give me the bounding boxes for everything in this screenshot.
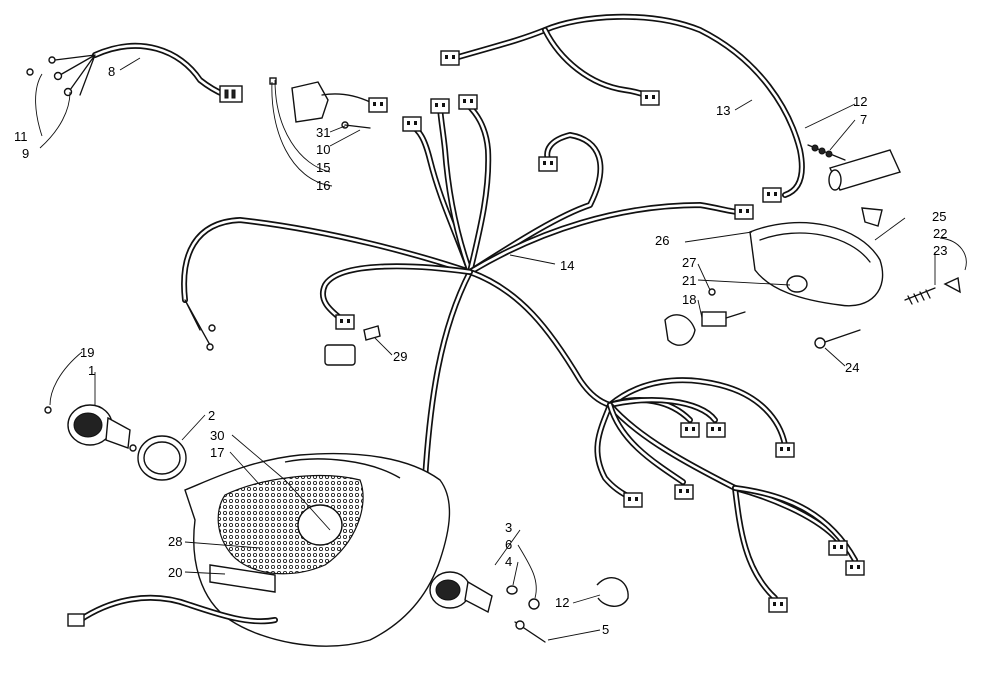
callout-27: 27 [682, 255, 696, 270]
connector-29 [324, 325, 381, 366]
callout-7: 7 [860, 112, 867, 127]
callout-labels: 8 11 9 31 10 15 16 13 12 7 14 25 26 22 2… [14, 64, 947, 637]
callout-21: 21 [682, 273, 696, 288]
lower-gauge-parts [429, 571, 629, 643]
leader-lines [35, 57, 967, 641]
callout-2: 2 [208, 408, 215, 423]
callout-12-bottom: 12 [555, 595, 569, 610]
relay-assembly [269, 77, 388, 129]
dash-console [184, 452, 451, 647]
callout-8: 8 [108, 64, 115, 79]
callout-9: 9 [22, 146, 29, 161]
callout-3: 3 [505, 520, 512, 535]
callout-4: 4 [505, 554, 512, 569]
callout-20: 20 [168, 565, 182, 580]
callout-11: 11 [14, 129, 28, 144]
callout-5: 5 [602, 622, 609, 637]
ring-terminals [184, 299, 216, 351]
callout-26: 26 [655, 233, 669, 248]
callout-6: 6 [505, 537, 512, 552]
grip-heater [807, 144, 901, 191]
callout-30: 30 [210, 428, 224, 443]
callout-28: 28 [168, 534, 182, 549]
callout-29: 29 [393, 349, 407, 364]
callout-24: 24 [845, 360, 859, 375]
harness-13 [440, 13, 805, 203]
callout-13: 13 [716, 103, 730, 118]
sub-harness-8 [26, 42, 243, 103]
callout-25: 25 [932, 209, 946, 224]
callout-15: 15 [316, 160, 330, 175]
callout-10: 10 [316, 142, 330, 157]
callout-22: 22 [933, 226, 947, 241]
callout-14: 14 [560, 258, 574, 273]
callout-19: 19 [80, 345, 94, 360]
gauge-assembly [44, 404, 187, 481]
callout-18: 18 [682, 292, 696, 307]
callout-17: 17 [210, 445, 224, 460]
lower-harness-lead [67, 594, 278, 627]
callout-1: 1 [88, 363, 95, 378]
callout-23: 23 [933, 243, 947, 258]
callout-12-top: 12 [853, 94, 867, 109]
callout-31: 31 [316, 125, 330, 140]
callout-16: 16 [316, 178, 330, 193]
taillight-assembly [664, 207, 961, 349]
